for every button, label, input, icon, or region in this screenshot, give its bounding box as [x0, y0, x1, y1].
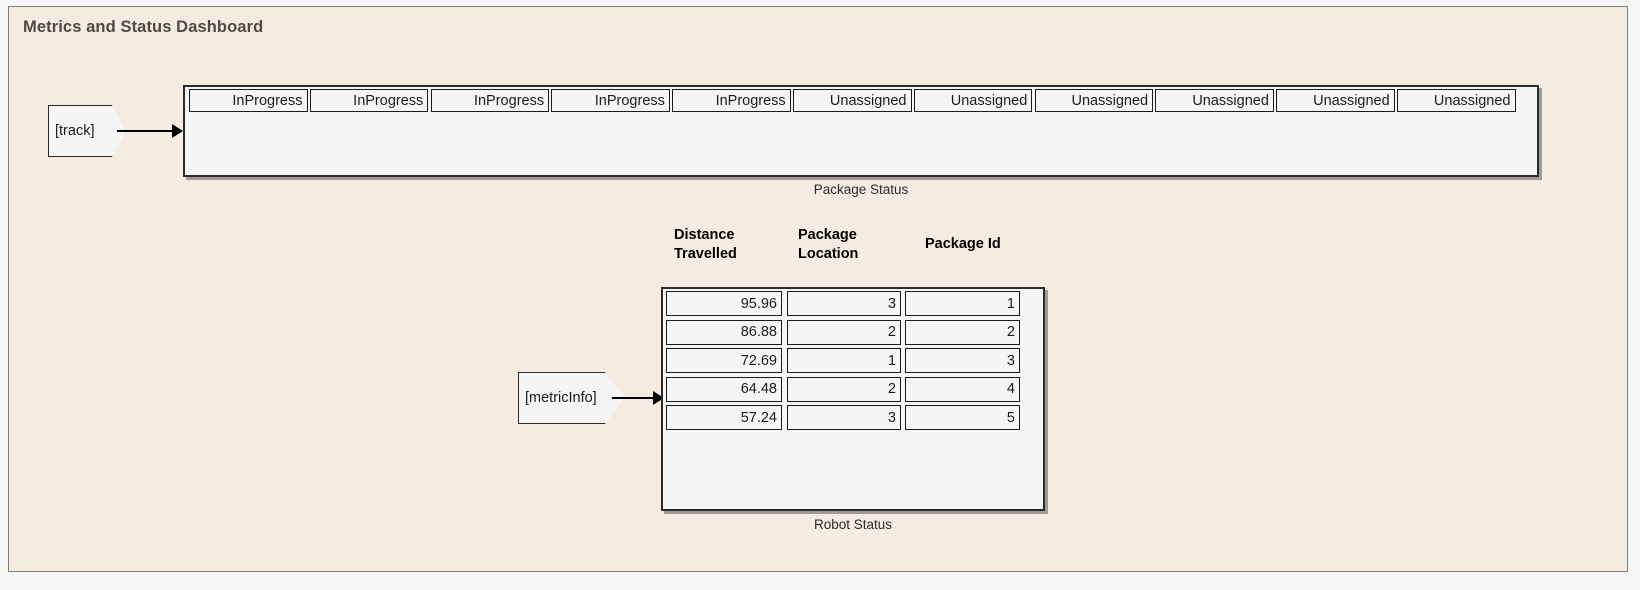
robot-status-cell-distance-travelled[interactable]: 86.88: [666, 319, 782, 345]
robot-status-cell-package-location[interactable]: 3: [787, 291, 901, 316]
package-status-cell[interactable]: Unassigned: [1397, 89, 1516, 112]
signal-tag-track[interactable]: [track]: [48, 105, 126, 157]
column-header-package-id: Package Id: [925, 236, 1001, 252]
signal-line-track: [117, 130, 179, 132]
signal-arrow-metricinfo: [653, 391, 664, 405]
robot-status-cell-package-id[interactable]: 4: [905, 376, 1020, 402]
signal-tag-metricinfo-label: [metricInfo]: [525, 390, 597, 406]
package-status-cell[interactable]: Unassigned: [793, 89, 912, 112]
package-status-cell[interactable]: InProgress: [672, 89, 791, 112]
package-status-cell[interactable]: InProgress: [430, 89, 550, 112]
package-status-caption: Package Status: [813, 182, 909, 197]
robot-status-cell-distance-travelled[interactable]: 72.69: [666, 348, 782, 374]
signal-arrow-track: [172, 124, 183, 138]
column-header-package-location: Package Location: [798, 227, 859, 262]
package-status-cell[interactable]: Unassigned: [1155, 89, 1274, 112]
robot-status-cell-package-id[interactable]: 5: [905, 405, 1020, 431]
package-status-cell[interactable]: Unassigned: [913, 89, 1033, 112]
robot-status-cell-package-location[interactable]: 2: [787, 319, 901, 345]
robot-status-cell-distance-travelled[interactable]: 64.48: [666, 376, 782, 402]
robot-status-cell-package-location[interactable]: 1: [787, 348, 901, 374]
robot-status-cell-package-id[interactable]: 1: [905, 291, 1020, 316]
package-status-cell[interactable]: Unassigned: [1034, 89, 1154, 112]
robot-status-cell-package-id[interactable]: 2: [905, 319, 1020, 345]
package-status-cell[interactable]: InProgress: [309, 89, 429, 112]
robot-status-cell-distance-travelled[interactable]: 95.96: [666, 291, 782, 316]
signal-tag-track-label: [track]: [55, 123, 95, 139]
package-status-cell[interactable]: InProgress: [551, 89, 670, 112]
robot-status-cell-package-location[interactable]: 3: [787, 405, 901, 431]
signal-line-metricinfo: [612, 397, 660, 399]
robot-status-cell-package-id[interactable]: 3: [905, 348, 1020, 374]
robot-status-caption: Robot Status: [813, 517, 893, 532]
signal-tag-metricinfo[interactable]: [metricInfo]: [518, 372, 624, 424]
robot-status-cell-package-location[interactable]: 2: [787, 376, 901, 402]
column-header-distance-travelled: Distance Travelled: [674, 227, 737, 262]
package-status-cell[interactable]: Unassigned: [1276, 89, 1395, 112]
package-status-cell[interactable]: InProgress: [189, 89, 308, 112]
page-title: Metrics and Status Dashboard: [23, 18, 264, 36]
robot-status-cell-distance-travelled[interactable]: 57.24: [666, 405, 782, 431]
